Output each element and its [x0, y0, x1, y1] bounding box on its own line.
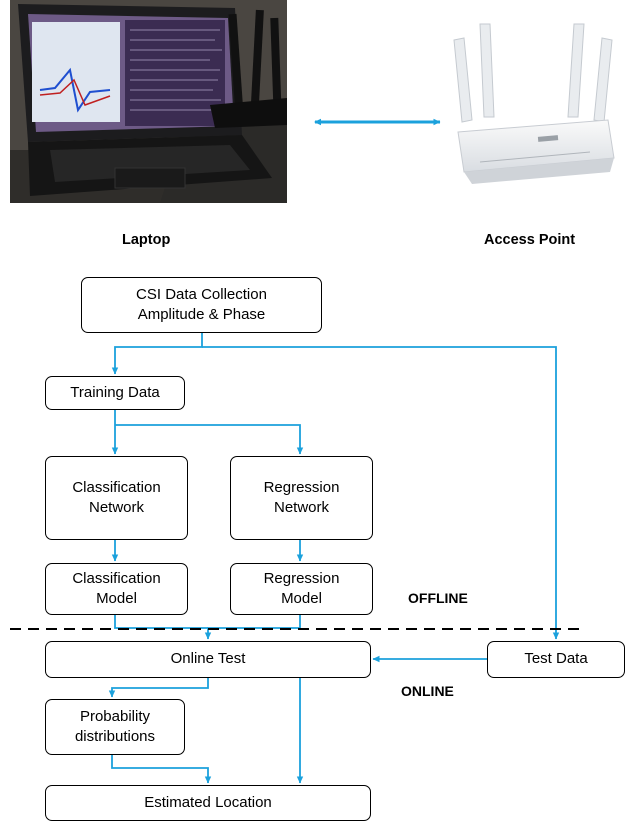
class-model-to-online [114, 615, 208, 629]
classification-model-line2: Model [96, 590, 137, 607]
online-test-label: Online Test [170, 650, 246, 668]
csi-box-line1: CSI Data Collection [136, 285, 267, 303]
access-point-caption: Access Point [484, 232, 576, 248]
classification-network-line1: Classification [72, 478, 161, 496]
test-data-label: Test Data [524, 650, 588, 668]
probability-line1: Probability [79, 707, 151, 725]
test-data-box: Test Data [487, 641, 625, 678]
reg-model-to-online [204, 615, 301, 640]
access-point-photo [450, 22, 618, 188]
training-data-label: Training Data [70, 383, 160, 401]
classification-network-line2: Network [88, 499, 144, 516]
classification-network-box: Classification Network [45, 456, 188, 540]
laptop-illustration [10, 0, 287, 203]
offline-phase-label: OFFLINE [408, 590, 468, 606]
router-illustration [453, 23, 615, 184]
csi-box-line2: Amplitude & Phase [137, 306, 266, 323]
regression-model-line2: Model [281, 590, 322, 607]
estimated-location-box: Estimated Location [45, 785, 371, 821]
csi-to-training [111, 333, 203, 375]
online-test-box: Online Test [45, 641, 371, 678]
estimated-location-label: Estimated Location [144, 793, 272, 811]
regression-model-line1: Regression [263, 569, 340, 587]
csi-data-collection-box: CSI Data Collection Amplitude & Phase [81, 277, 322, 333]
regression-model-box: Regression Model [230, 563, 373, 615]
regression-network-line1: Regression [263, 478, 340, 496]
classification-model-line1: Classification [72, 569, 161, 587]
regression-network-line2: Network [273, 499, 329, 516]
prob-to-est [111, 755, 212, 784]
training-to-reg-net [115, 424, 304, 455]
flow-arrows [108, 118, 560, 784]
laptop-photo [10, 0, 287, 203]
online-phase-label: ONLINE [401, 683, 454, 699]
online-to-prob [108, 678, 209, 698]
probability-distributions-box: Probability distributions [45, 699, 185, 755]
regression-network-box: Regression Network [230, 456, 373, 540]
classification-model-box: Classification Model [45, 563, 188, 615]
laptop-caption: Laptop [122, 232, 171, 248]
probability-line2: distributions [74, 728, 156, 745]
training-data-box: Training Data [45, 376, 185, 410]
